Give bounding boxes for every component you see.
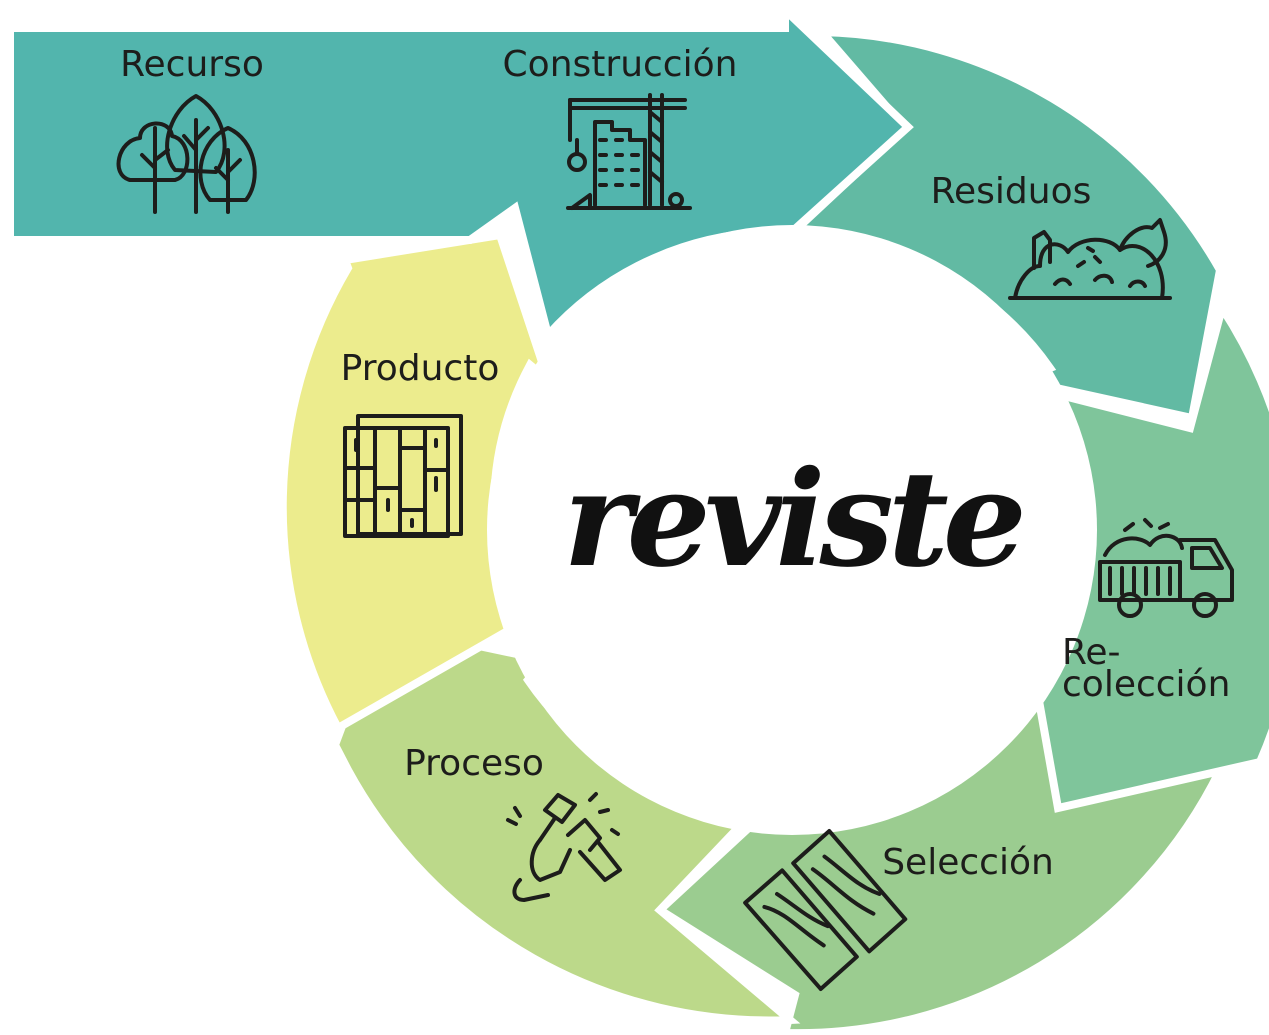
- stage-label-producto: Producto: [341, 348, 500, 389]
- stage-label-recoleccion-line2: colección: [1062, 664, 1230, 705]
- center-circle: [487, 225, 1097, 835]
- stage-label-recurso: Recurso: [120, 44, 264, 85]
- brand-logo: reviste: [563, 442, 1022, 597]
- waste-pile-icon: [1008, 218, 1172, 300]
- trees-icon: [116, 94, 257, 214]
- stage-label-construccion: Construcción: [503, 44, 738, 85]
- stage-label-proceso: Proceso: [404, 743, 544, 784]
- construction-crane-icon: [566, 93, 692, 210]
- stage-label-seleccion: Selección: [882, 842, 1054, 883]
- panel-board-icon: [343, 414, 463, 538]
- stage-label-residuos: Residuos: [931, 171, 1092, 212]
- stage-label-recoleccion-line1: Re-: [1062, 632, 1121, 673]
- wood-planks-icon: [743, 829, 908, 991]
- hand-tools-icon: [506, 792, 622, 902]
- dump-truck-icon: [1098, 518, 1234, 618]
